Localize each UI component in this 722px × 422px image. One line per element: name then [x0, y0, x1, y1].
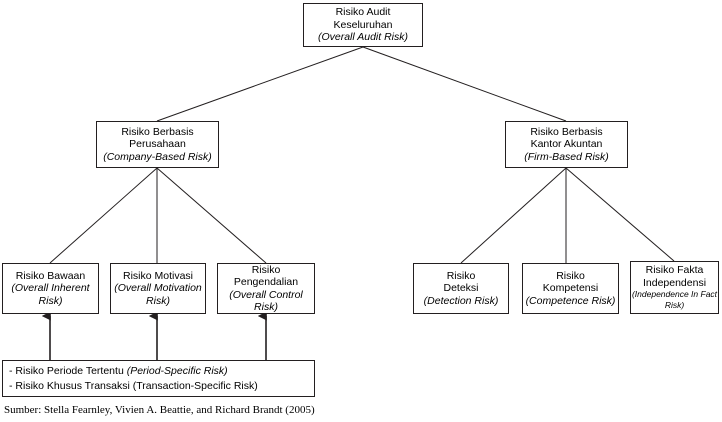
node-text-line: Keseluruhan	[333, 18, 393, 31]
node-text-line: Perusahaan	[129, 138, 186, 151]
node-text-line: (Competence Risk)	[525, 294, 616, 307]
node-text-line: Risiko	[556, 269, 585, 282]
connector-company-to-inherent	[49, 167, 158, 264]
note-text-run: - Risiko Periode Tertentu	[9, 364, 127, 377]
connector-root-to-company	[156, 46, 364, 122]
note-line: - Risiko Periode Tertentu (Period-Specif…	[9, 364, 228, 379]
node-text-line: (Overall Audit Risk)	[317, 31, 409, 44]
connector-firm-to-detection	[460, 167, 567, 264]
node-specific-risk-notes[interactable]: - Risiko Periode Tertentu (Period-Specif…	[2, 360, 315, 397]
node-text-line: Risiko Berbasis	[121, 125, 194, 138]
node-text-line: Risiko Fakta	[645, 264, 704, 277]
node-text-line: Risiko Berbasis	[530, 125, 603, 138]
node-text-line: (Overall Inherent	[11, 282, 90, 295]
source-caption: Sumber: Stella Fearnley, Vivien A. Beatt…	[4, 404, 315, 416]
node-text-line: Risiko	[251, 263, 281, 276]
connector-root-to-firm	[362, 46, 567, 122]
node-text-line: (Overall Motivation	[114, 282, 202, 295]
node-text-line: Risiko Audit	[335, 6, 391, 19]
connector-company-to-control	[156, 167, 267, 264]
node-text-line: Risk)	[38, 294, 63, 307]
note-line: - Risiko Khusus Transaksi (Transaction-S…	[9, 379, 258, 394]
node-text-line: Risk)	[254, 300, 278, 313]
node-text-line: (Overall Control	[229, 288, 303, 301]
node-text-line: (Firm-Based Risk)	[524, 150, 609, 163]
node-text-line: (Detection Risk)	[423, 294, 499, 307]
node-text-line: (Company-Based Risk)	[103, 150, 212, 163]
note-text-run: (Period-Specific Risk)	[126, 364, 228, 377]
node-text-line: Risk)	[664, 299, 685, 310]
node-text-line: (Independence In Fact	[631, 288, 718, 299]
node-text-line: Risiko	[446, 269, 476, 282]
connector-firm-to-independence	[565, 167, 675, 262]
node-text-line: Pengendalian	[233, 276, 299, 289]
node-text-line: Deteksi	[443, 282, 479, 295]
node-text-line: Risk)	[146, 294, 170, 307]
note-text-run: - Risiko Khusus Transaksi (Transaction-S…	[9, 379, 258, 392]
node-text-line: Risiko Motivasi	[122, 269, 193, 282]
node-text-line: Risiko Bawaan	[15, 269, 86, 282]
node-text-line: Kantor Akuntan	[530, 138, 603, 151]
node-text-line: Independensi	[642, 276, 707, 289]
node-text-line: Kompetensi	[542, 282, 599, 295]
